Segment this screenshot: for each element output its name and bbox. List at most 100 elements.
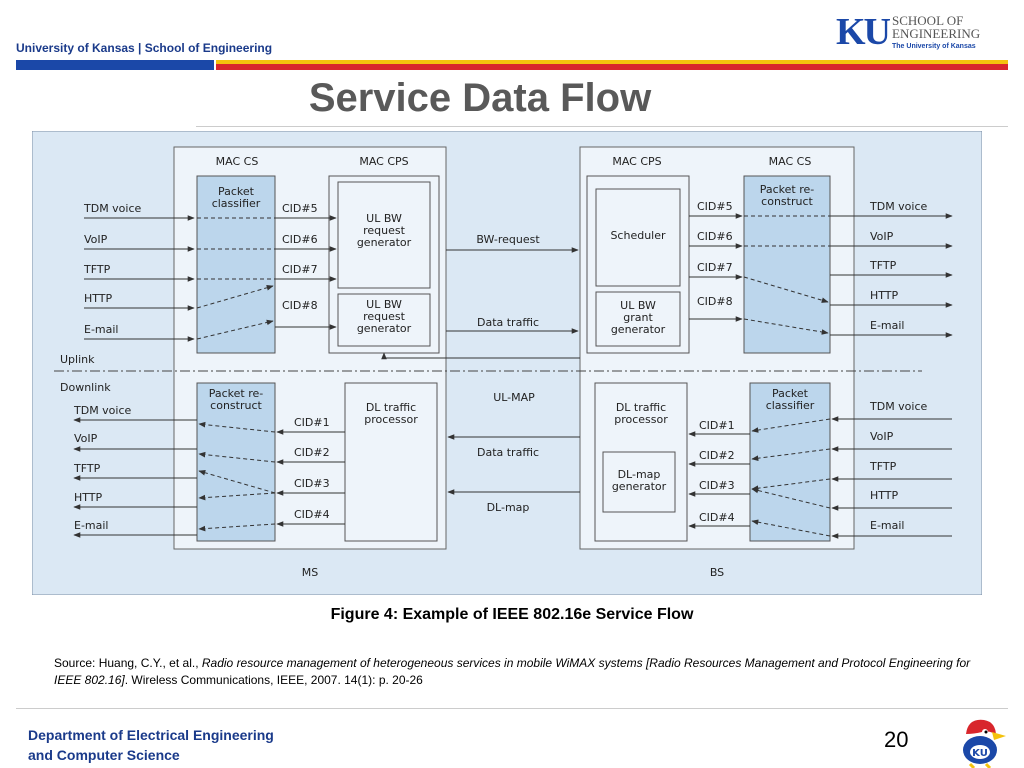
bs-dl-service-email: E-mail (870, 519, 905, 532)
svg-text:classifier: classifier (766, 399, 815, 412)
ms-ul-cid-7: CID#7 (282, 263, 318, 276)
bs-ul-cid-7: CID#7 (697, 261, 733, 274)
ms-dl-service-email: E-mail (74, 519, 109, 532)
svg-text:processor: processor (614, 413, 668, 426)
svg-text:classifier: classifier (212, 197, 261, 210)
bs-label: BS (710, 566, 724, 579)
ms-ul-service-tftp: TFTP (83, 263, 111, 276)
bs-packet-reconstruct-box (743, 175, 831, 354)
ms-ul-classify-4 (196, 285, 274, 309)
svg-text:Packet: Packet (772, 387, 809, 400)
header-bar-blue (16, 60, 214, 70)
bs-dl-map-generator-label: DL-map generator (612, 468, 667, 493)
uplink-label: Uplink (60, 353, 95, 366)
ms-ul-bw-request-generator-1 (337, 181, 431, 289)
logo-line1: SCHOOL OF (892, 13, 964, 28)
bs-dl-service-voip: VoIP (870, 430, 894, 443)
svg-text:generator: generator (612, 480, 667, 493)
ms-uplink-services: TDM voice VoIP TFTP HTTP E-mail (83, 202, 142, 336)
title-divider (196, 126, 1008, 127)
ms-ul-service-tdm-voice: TDM voice (83, 202, 142, 215)
source-prefix: Source: Huang, C.Y., et al., (54, 656, 202, 670)
logo-school-text: SCHOOL OF ENGINEERING (892, 14, 980, 40)
ms-ul-service-voip: VoIP (84, 233, 108, 246)
svg-text:UL BW: UL BW (366, 212, 402, 225)
jayhawk-mascot-icon: KU (963, 719, 1006, 768)
service-flow-diagram: MAC CS MAC CPS MAC CPS MAC CS Packet cla… (32, 131, 982, 595)
institution-label: University of Kansas | School of Enginee… (16, 41, 273, 55)
bs-dl-service-http: HTTP (870, 489, 899, 502)
svg-text:Packet re-: Packet re- (209, 387, 264, 400)
bs-ul-cid-6: CID#6 (697, 230, 733, 243)
svg-text:DL traffic: DL traffic (616, 401, 666, 414)
bs-dl-cid-4: CID#4 (699, 511, 735, 524)
svg-text:KU: KU (972, 748, 988, 759)
ms-dl-cid-4: CID#4 (294, 508, 330, 521)
ms-ul-service-http: HTTP (84, 292, 113, 305)
downlink-label: Downlink (60, 381, 111, 394)
svg-text:Packet: Packet (218, 185, 255, 198)
ms-ul-service-email: E-mail (84, 323, 119, 336)
logo-subtitle: The University of Kansas (892, 43, 976, 50)
bs-scheduler-box (595, 188, 681, 287)
ms-dl-service-tftp: TFTP (73, 462, 101, 475)
bs-dl-traffic-processor-label: DL traffic processor (614, 401, 668, 426)
slide-title: Service Data Flow (308, 76, 652, 120)
ul-map-arrow (381, 352, 580, 360)
ms-packet-classifier-label: Packet classifier (212, 185, 261, 210)
bs-dl-classify-5 (751, 519, 831, 537)
ms-mac-cs-label: MAC CS (216, 155, 259, 168)
bs-dl-cid-3: CID#3 (699, 479, 735, 492)
source-citation: Source: Huang, C.Y., et al., Radio resou… (54, 655, 974, 689)
source-suffix: . Wireless Communications, IEEE, 2007. 1… (124, 673, 423, 687)
bs-packet-classifier-label: Packet classifier (766, 387, 815, 412)
ms-label: MS (302, 566, 318, 579)
bs-dl-classify-4 (751, 487, 831, 509)
ms-dl-reconstruct-1 (198, 421, 276, 433)
bs-dl-classify-1 (751, 418, 831, 433)
ms-dl-cid-1: CID#1 (294, 416, 330, 429)
ms-mac-cps-label: MAC CPS (359, 155, 408, 168)
bs-dl-cid-2: CID#2 (699, 449, 735, 462)
bs-ul-cid-5: CID#5 (697, 200, 733, 213)
ms-dl-reconstruct-5 (198, 523, 276, 532)
bs-scheduler-label: Scheduler (610, 229, 666, 242)
svg-text:Packet re-: Packet re- (760, 183, 815, 196)
ms-dl-traffic-processor-box (344, 382, 438, 542)
svg-text:construct: construct (761, 195, 813, 208)
bs-dl-classify-3 (751, 478, 831, 491)
ms-ul-bw-request-generator-2 (337, 293, 431, 347)
bs-packet-reconstruct-label: Packet re- construct (760, 183, 815, 208)
department-label: Department of Electrical Engineering and… (28, 725, 274, 765)
bs-ul-service-tftp: TFTP (869, 259, 897, 272)
ms-dl-service-voip: VoIP (74, 432, 98, 445)
bs-packet-classifier-box (749, 382, 831, 542)
bs-dl-service-tftp: TFTP (869, 460, 897, 473)
ms-packet-reconstruct-box (196, 382, 276, 542)
ms-dl-cid-3: CID#3 (294, 477, 330, 490)
bs-ul-service-email: E-mail (870, 319, 905, 332)
header-bar-yellow (216, 60, 1008, 64)
ms-ul-cid-6: CID#6 (282, 233, 318, 246)
figure-caption: Figure 4: Example of IEEE 802.16e Servic… (330, 606, 694, 623)
bs-mac-cps-ul-frame (586, 175, 690, 354)
bs-dl-classify-2 (751, 448, 831, 461)
ms-ul-bw-request-label-1: UL BW request generator (357, 212, 412, 249)
svg-text:UL BW: UL BW (620, 299, 656, 312)
bs-ul-reconstruct-3 (743, 276, 829, 303)
bs-ul-service-http: HTTP (870, 289, 899, 302)
svg-text:UL BW: UL BW (366, 298, 402, 311)
bs-mac-cps-label: MAC CPS (612, 155, 661, 168)
ms-dl-service-http: HTTP (74, 491, 103, 504)
ms-ul-bw-request-label-2: UL BW request generator (357, 298, 412, 335)
ms-dl-reconstruct-2 (198, 451, 276, 463)
department-line1: Department of Electrical Engineering (28, 727, 274, 743)
dl-data-traffic-label: Data traffic (477, 446, 539, 459)
logo-line2: ENGINEERING (892, 26, 981, 41)
ms-ul-cid-5: CID#5 (282, 202, 318, 215)
ms-dl-traffic-processor-label: DL traffic processor (364, 401, 418, 426)
logo-letters: KU (836, 11, 891, 53)
bw-request-label: BW-request (476, 233, 540, 246)
bs-ul-service-voip: VoIP (870, 230, 894, 243)
svg-text:generator: generator (357, 236, 412, 249)
